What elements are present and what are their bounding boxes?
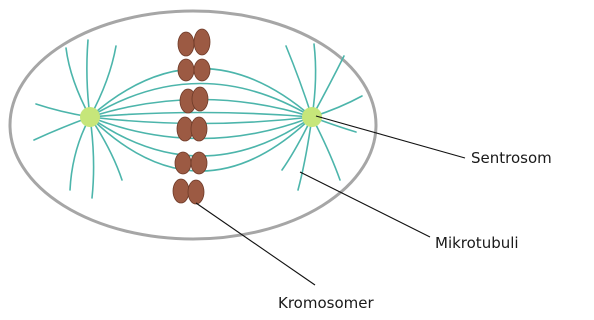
chromosomes-label: Kromosomer xyxy=(278,294,374,312)
centrosome-label: Sentrosom xyxy=(471,149,552,167)
microtubules-label: Mikrotubuli xyxy=(435,234,519,252)
centrosome xyxy=(80,107,100,127)
